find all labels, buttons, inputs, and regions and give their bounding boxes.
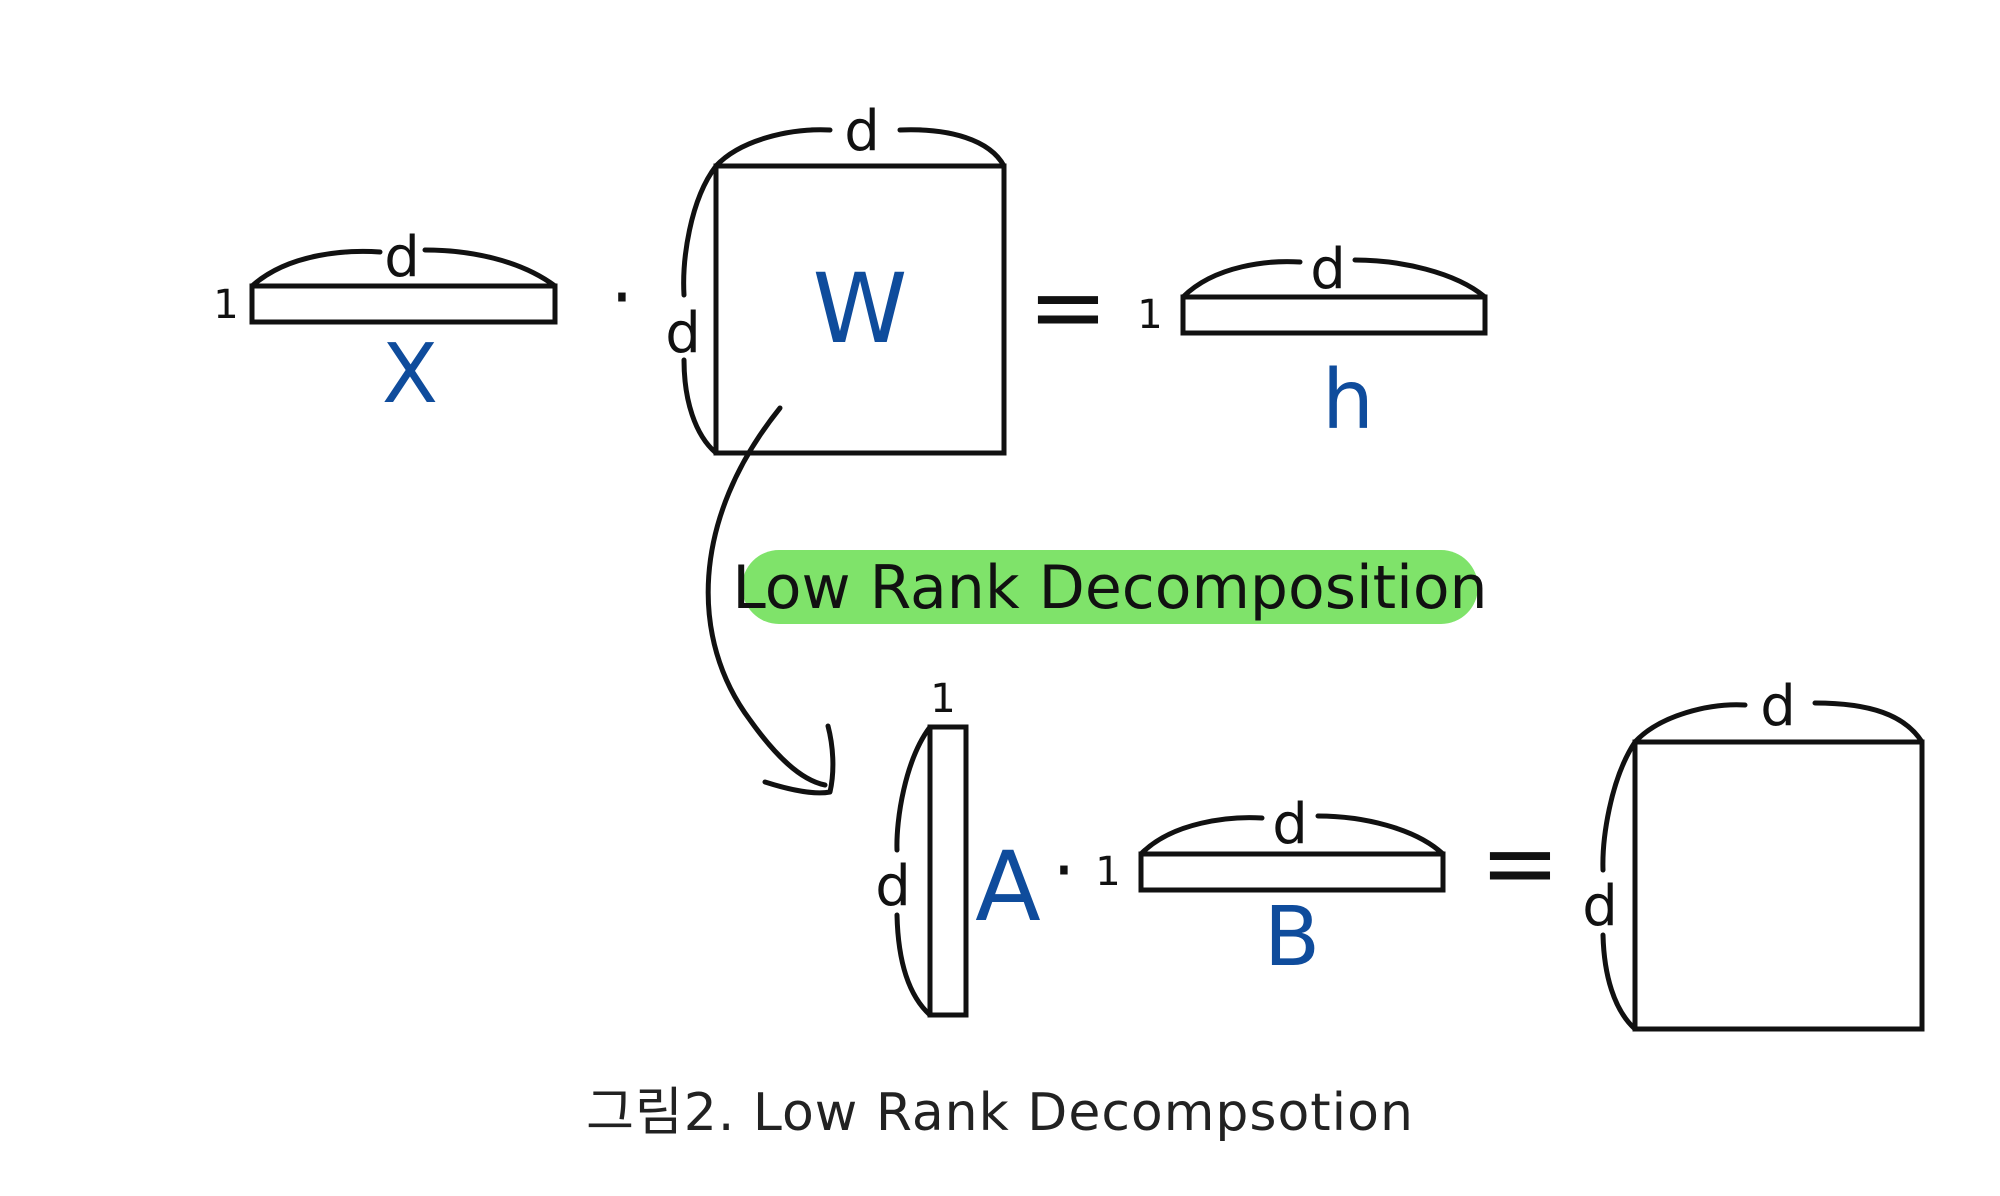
highlight-text: Low Rank Decomposition [732, 553, 1487, 623]
w-matrix-box [713, 163, 1007, 456]
w-matrix: d d W [665, 99, 1007, 456]
w-col-brace [713, 127, 1007, 169]
x-col-brace [249, 247, 558, 289]
figure-caption: 그림2. Low Rank Decompsotion [586, 1083, 1414, 1143]
result-row-brace [1600, 739, 1638, 1032]
h-col-dim-label: d [1310, 237, 1346, 302]
b-col-brace [1138, 813, 1446, 857]
h-label: h [1322, 353, 1374, 448]
w-row-dim-label: d [665, 301, 701, 366]
b-col-dim-label: d [1272, 792, 1308, 857]
decomposition-arrow-head [762, 723, 836, 796]
decomposition-arrow [705, 405, 836, 796]
x-row-dim-label: 1 [213, 282, 238, 328]
w-label: W [813, 253, 908, 365]
b-row-dim-label: 1 [1095, 849, 1120, 895]
decomposition-arrow-curve [705, 405, 828, 788]
x-col-dim-label: d [384, 225, 420, 290]
b-label: B [1264, 890, 1320, 985]
h-vector: d 1 h [1137, 237, 1488, 448]
h-row-dim-label: 1 [1137, 292, 1162, 338]
result-matrix-box [1632, 739, 1925, 1032]
bottom-equals-sign: = [1480, 807, 1560, 919]
bottom-multiply-dot: · [1053, 828, 1076, 912]
b-vector-box [1138, 851, 1446, 893]
w-row-brace [681, 163, 719, 456]
h-col-brace [1180, 257, 1488, 300]
x-vector-box [249, 283, 558, 325]
top-equals-sign: = [1028, 251, 1108, 363]
h-vector-box [1180, 294, 1488, 336]
a-row-brace [894, 724, 933, 1018]
a-row-dim-label: d [875, 854, 911, 919]
top-multiply-dot: · [611, 255, 634, 339]
low-rank-highlight: Low Rank Decomposition [732, 550, 1488, 624]
a-matrix-box [927, 724, 969, 1018]
b-vector: d 1 B [1095, 792, 1446, 985]
a-matrix: 1 d A [875, 676, 1041, 1018]
x-vector: d 1 X [213, 225, 558, 422]
result-col-brace [1632, 700, 1925, 745]
a-col-dim-label: 1 [930, 676, 955, 722]
result-col-dim-label: d [1760, 674, 1796, 739]
w-col-dim-label: d [844, 99, 880, 164]
x-label: X [382, 327, 438, 422]
result-matrix: d d [1582, 674, 1925, 1032]
highlight-pill [742, 550, 1478, 624]
a-label: A [975, 831, 1041, 943]
result-row-dim-label: d [1582, 874, 1618, 939]
